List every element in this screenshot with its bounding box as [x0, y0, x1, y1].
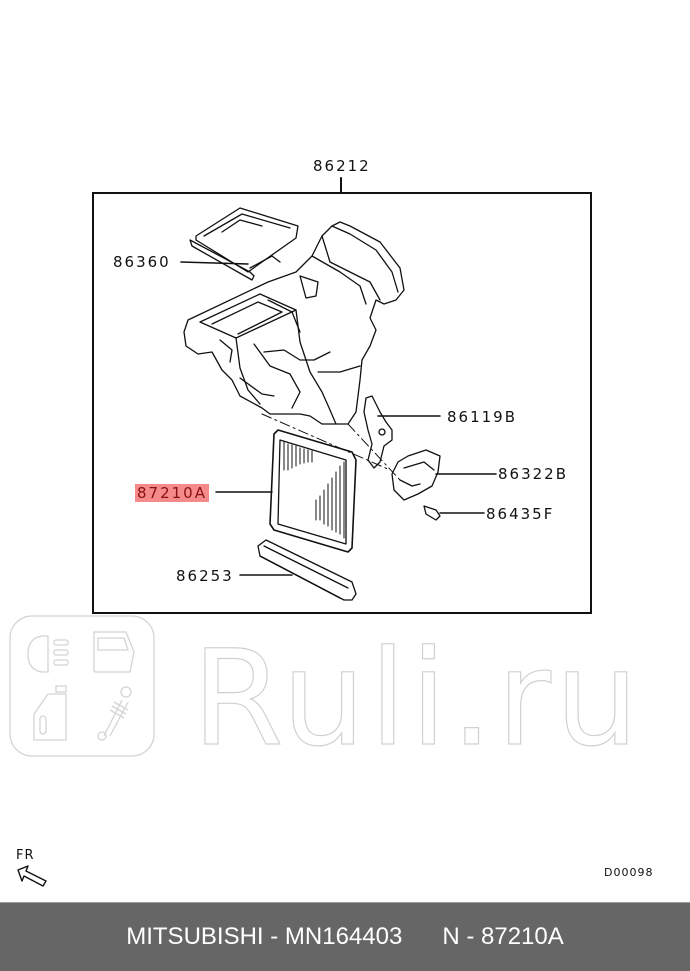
part-info-footer: MITSUBISHI - MN164403 N - 87210A [0, 902, 690, 971]
front-orientation: FR [16, 848, 52, 890]
footer-part-number: MN164403 [284, 923, 403, 950]
footer-separator: - [263, 923, 285, 950]
footer-gap [402, 923, 442, 951]
ruli-watermark: Ruli.ru [9, 615, 643, 760]
headlight-icon [27, 635, 69, 673]
callout-86253[interactable]: 86253 [176, 567, 234, 585]
callout-86435F[interactable]: 86435F [486, 505, 555, 523]
diagram-code: D00098 [604, 866, 654, 879]
callout-86360[interactable]: 86360 [113, 253, 171, 271]
parts-drawing [180, 177, 497, 601]
fr-label: FR [16, 848, 35, 863]
callout-86119B[interactable]: 86119B [447, 408, 518, 426]
footer-ref: N - 87210A [442, 923, 564, 950]
svg-text:Ruli.ru: Ruli.ru [192, 622, 643, 760]
car-door-icon [93, 631, 135, 673]
watermark-frame [9, 615, 155, 757]
shock-absorber-icon [97, 686, 132, 741]
oil-bottle-icon [33, 685, 67, 741]
watermark-text-outline: Ruli.ru [191, 621, 643, 760]
lid-part [195, 207, 299, 273]
callout-86212[interactable]: 86212 [313, 157, 371, 175]
front-arrow-icon [17, 865, 47, 887]
diagram-frame [92, 192, 592, 614]
footer-brand: MITSUBISHI [126, 923, 264, 950]
callout-86322B[interactable]: 86322B [498, 465, 569, 483]
callout-87210A-highlighted[interactable]: 87210A [135, 484, 209, 502]
